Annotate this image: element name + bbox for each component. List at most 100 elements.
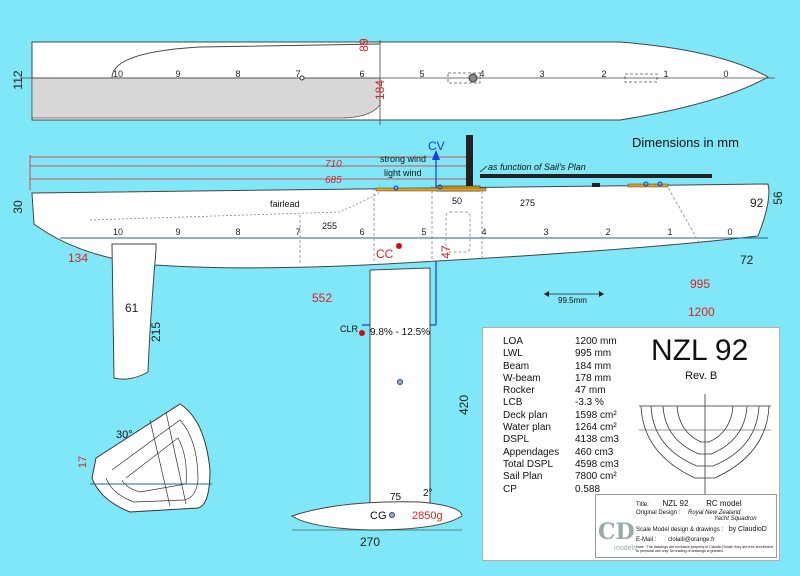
cg-marker <box>389 512 395 518</box>
profile-stations: 10 9 8 7 6 5 4 3 2 1 0 <box>113 227 733 237</box>
profile-ribs <box>299 183 701 265</box>
scale-row: Scale Model design & drawings : by Claud… <box>636 526 774 533</box>
plan-view: 112 89 184 10 9 8 7 6 5 4 3 2 1 0 <box>11 38 775 125</box>
keel-fin <box>369 267 431 506</box>
keel: CLR 9.8% - 12.5% 420 75 2° CG 2850g 270 <box>290 267 471 549</box>
deck-block <box>592 183 600 187</box>
dim-72: 72 <box>740 253 754 267</box>
spec-key: CP <box>503 483 517 495</box>
profile-station: 6 <box>359 227 364 237</box>
deck-ring <box>643 181 649 187</box>
spec-value: 4138 cm3 <box>575 434 619 446</box>
thumb-lines-left <box>640 405 705 479</box>
dim-50: 50 <box>452 196 462 206</box>
profile-station: 9 <box>175 227 180 237</box>
plan-cockpit-line <box>111 43 381 79</box>
plan-station: 3 <box>539 69 544 79</box>
body-plan-thumbnail <box>639 394 771 494</box>
title-type: RC model <box>706 499 742 508</box>
keel-dim-420: 420 <box>457 395 471 415</box>
plan-mast-box <box>447 72 481 84</box>
spec-value: 0.588 <box>575 483 601 495</box>
spacing-label: 99.5mm <box>558 296 587 305</box>
spec-key: Total DSPL <box>503 458 554 470</box>
dim-255: 255 <box>322 221 337 231</box>
plan-station: 2 <box>601 69 606 79</box>
plan-stations: 10 9 8 7 6 5 4 3 2 1 0 <box>113 69 729 79</box>
mast <box>466 135 473 190</box>
spec-row: LCB-3.3 % <box>503 397 653 409</box>
plan-mast-circle <box>468 73 478 83</box>
plan-station: 10 <box>113 69 123 79</box>
deck-ring <box>437 184 443 190</box>
spec-row: DSPL 4138 cm3 <box>503 434 653 446</box>
strong-wind-label: strong wind <box>380 154 426 164</box>
deck-fitting <box>375 187 487 192</box>
profile-station: 3 <box>543 227 548 237</box>
spec-value: 1264 cm² <box>575 422 617 434</box>
dim-47: 47 <box>439 245 453 259</box>
keel-dim-270: 270 <box>360 535 380 549</box>
spec-key: Water plan <box>503 422 551 434</box>
keel-weight: 2850g <box>412 510 443 522</box>
dimensions-title: Dimensions in mm <box>632 135 739 150</box>
spec-row: LWL 995 mm <box>503 348 653 360</box>
spec-value: 995 mm <box>575 348 612 360</box>
keel-dim-75: 75 <box>390 492 402 503</box>
plan-station: 5 <box>419 69 424 79</box>
original-label: Original Design : <box>636 510 681 516</box>
plan-beam: 184 <box>373 80 387 100</box>
spec-value: 1200 mm <box>575 336 617 347</box>
cv-label: CV <box>428 139 445 153</box>
spec-key: DSPL <box>503 434 530 446</box>
dim-995: 995 <box>690 277 710 291</box>
note-arrow <box>479 165 488 173</box>
spec-value: 1598 cm² <box>575 409 617 421</box>
email-label: E-Mail : <box>636 537 657 543</box>
section-lines-1 <box>105 419 199 503</box>
email-row: E-Mail : clolaiti@orange.fr <box>636 537 774 543</box>
plan-station: 6 <box>359 69 364 79</box>
dim-275: 275 <box>520 198 535 208</box>
spec-key: Rocker <box>503 385 535 397</box>
light-wind-value: 685 <box>325 175 342 186</box>
spec-row: CP 0.588 <box>503 484 653 496</box>
spec-key: LWL <box>503 348 523 360</box>
section-angle: 30° <box>116 429 133 441</box>
scale-label: Scale Model design & drawings : <box>636 527 724 533</box>
profile-station: 5 <box>421 227 426 237</box>
clr-marker <box>359 330 365 336</box>
thumb-lines-right <box>705 405 770 479</box>
boat-name: NZL 92 <box>651 334 749 367</box>
plan-station: 9 <box>175 69 180 79</box>
logo: CD models <box>598 519 637 555</box>
title-label: Title: <box>636 502 649 508</box>
profile-station: 0 <box>727 227 732 237</box>
profile-station: 2 <box>605 227 610 237</box>
spec-key: LCB <box>503 397 523 409</box>
plan-station-mark <box>299 75 305 81</box>
title-block: Title: NZL 92 RC model Original Design :… <box>595 494 777 558</box>
dim-1200: 1200 <box>688 305 715 319</box>
deck-ring <box>657 181 663 187</box>
clr-range: 9.8% - 12.5% <box>370 327 430 338</box>
rudder-dim-215: 215 <box>149 322 163 342</box>
deck-ring <box>393 185 399 191</box>
keel-box <box>445 211 471 253</box>
dim-552: 552 <box>312 291 332 305</box>
usage-note: Note : The drawings are exclusive proper… <box>636 545 773 553</box>
spec-value: 184 mm <box>575 360 612 372</box>
keel-point <box>397 379 403 385</box>
profile-station: 8 <box>235 227 240 237</box>
spec-row: Water plan 1264 cm² <box>503 422 653 434</box>
spec-value: 178 mm <box>575 372 612 384</box>
plan-station: 7 <box>295 69 300 79</box>
rudder-outline <box>111 243 157 380</box>
email-value: clolaiti@orange.fr <box>668 537 715 543</box>
